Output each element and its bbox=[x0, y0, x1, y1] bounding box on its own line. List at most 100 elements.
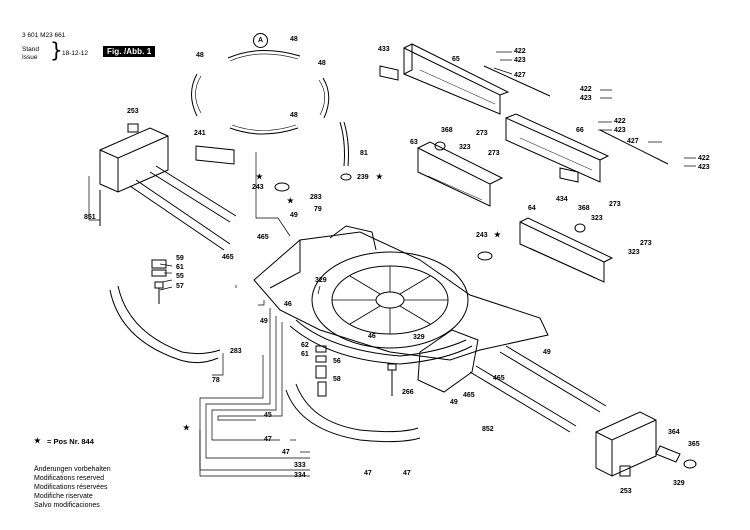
doc-number: 3 601 M23 661 bbox=[22, 32, 66, 39]
part-243: 243 bbox=[476, 232, 488, 239]
bracket-253 bbox=[127, 123, 139, 133]
part-62: 62 bbox=[301, 342, 309, 349]
part-422: 422 bbox=[614, 118, 626, 125]
part-46: 46 bbox=[368, 333, 376, 340]
miter-scale-45 bbox=[285, 389, 421, 443]
part-368: 368 bbox=[441, 127, 453, 134]
legend-text: = Pos Nr. 844 bbox=[47, 437, 94, 446]
part-465: 465 bbox=[493, 375, 505, 382]
part-273: 273 bbox=[640, 240, 652, 247]
star-marker: ★ bbox=[256, 172, 263, 181]
part-49: 49 bbox=[290, 212, 298, 219]
part-365: 365 bbox=[688, 441, 700, 448]
guard-wire-top bbox=[227, 49, 301, 59]
part-49: 49 bbox=[260, 318, 268, 325]
part-48: 48 bbox=[196, 52, 204, 59]
part-239: 239 bbox=[357, 174, 369, 181]
part-422: 422 bbox=[514, 48, 526, 55]
part-45: 45 bbox=[264, 412, 272, 419]
rail-851-a bbox=[149, 165, 237, 223]
note-fr: Modifications réservées bbox=[34, 484, 108, 491]
part-65: 65 bbox=[452, 56, 460, 63]
part-61: 61 bbox=[176, 264, 184, 271]
part-465: 465 bbox=[463, 392, 475, 399]
part-273: 273 bbox=[609, 201, 621, 208]
detail-circle-a: A bbox=[253, 33, 268, 48]
part-465: 465 bbox=[222, 254, 234, 261]
part-55: 55 bbox=[176, 273, 184, 280]
brace-symbol: } bbox=[50, 38, 63, 62]
part-253: 253 bbox=[127, 108, 139, 115]
part-334: 334 bbox=[294, 472, 306, 479]
part-58: 58 bbox=[333, 376, 341, 383]
guard-wire-bottom bbox=[229, 127, 299, 135]
part-46: 46 bbox=[284, 301, 292, 308]
fig-label: Fig. /Abb. 1 bbox=[103, 46, 156, 57]
part-427: 427 bbox=[514, 72, 526, 79]
left-rail-bracket bbox=[99, 127, 169, 193]
part-323: 323 bbox=[459, 144, 471, 151]
part-47: 47 bbox=[264, 436, 272, 443]
guard-wire-right bbox=[322, 77, 330, 119]
part-241: 241 bbox=[194, 130, 206, 137]
fence-64 bbox=[519, 221, 605, 283]
part-47: 47 bbox=[364, 470, 372, 477]
fence-66 bbox=[505, 117, 601, 183]
note-es: Salvo modificaciones bbox=[34, 502, 100, 509]
note-it: Modifiche riservate bbox=[34, 493, 93, 500]
part-433: 433 bbox=[378, 46, 390, 53]
part-49: 49 bbox=[543, 349, 551, 356]
part-423: 423 bbox=[614, 127, 626, 134]
part-434: 434 bbox=[556, 196, 568, 203]
part-422: 422 bbox=[698, 155, 710, 162]
part-283: 283 bbox=[230, 348, 242, 355]
miter-scale-78 bbox=[109, 289, 219, 364]
fence-63 bbox=[417, 147, 491, 207]
part-48: 48 bbox=[318, 60, 326, 67]
part-323: 323 bbox=[591, 215, 603, 222]
part-49: 49 bbox=[450, 399, 458, 406]
part-852: 852 bbox=[482, 426, 494, 433]
part-79: 79 bbox=[314, 206, 322, 213]
part-59: 59 bbox=[176, 255, 184, 262]
rod-427-top bbox=[483, 65, 551, 97]
part-427: 427 bbox=[627, 138, 639, 145]
part-323: 323 bbox=[628, 249, 640, 256]
right-rail-bracket bbox=[595, 411, 657, 477]
rod-427-right bbox=[599, 129, 669, 165]
part-368: 368 bbox=[578, 205, 590, 212]
part-465: 465 bbox=[257, 234, 269, 241]
part-333: 333 bbox=[294, 462, 306, 469]
note-de: Änderungen vorbehalten bbox=[34, 466, 111, 473]
part-81: 81 bbox=[360, 150, 368, 157]
part-47: 47 bbox=[403, 470, 411, 477]
part-364: 364 bbox=[668, 429, 680, 436]
base-housing bbox=[253, 231, 549, 361]
part-61: 61 bbox=[301, 351, 309, 358]
issue-date: 18-12-12 bbox=[62, 50, 89, 57]
part-253: 253 bbox=[620, 488, 632, 495]
star-marker: ★ bbox=[376, 172, 383, 181]
star-marker: ★ bbox=[287, 196, 294, 205]
part-423: 423 bbox=[698, 164, 710, 171]
part-851: 851 bbox=[84, 214, 96, 221]
part-422: 422 bbox=[580, 86, 592, 93]
part-266: 266 bbox=[402, 389, 414, 396]
star-marker: ★ bbox=[183, 423, 190, 432]
part-57: 57 bbox=[176, 283, 184, 290]
latch-364 bbox=[655, 445, 681, 463]
lever-81 bbox=[339, 121, 349, 167]
part-329: 329 bbox=[315, 277, 327, 284]
rail-851-b bbox=[129, 179, 231, 251]
part-64: 64 bbox=[528, 205, 536, 212]
turntable bbox=[311, 251, 469, 349]
part-283: 283 bbox=[310, 194, 322, 201]
part-243: 243 bbox=[252, 184, 264, 191]
rail-852-a bbox=[469, 365, 577, 433]
note-en: Modifications reserved bbox=[34, 475, 105, 482]
part-63: 63 bbox=[410, 139, 418, 146]
fence-65 bbox=[403, 47, 501, 115]
front-handle bbox=[417, 329, 479, 393]
label-241 bbox=[195, 145, 235, 165]
